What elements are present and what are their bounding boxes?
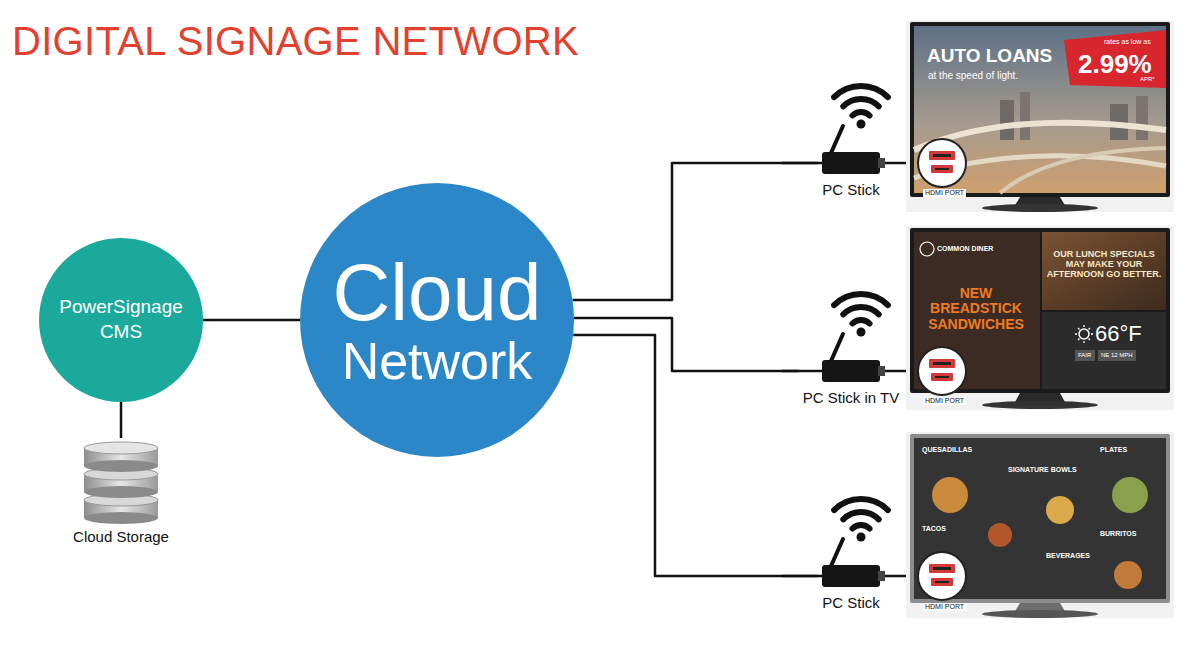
- tv-screen: [914, 438, 1166, 599]
- tv-shadow: [906, 432, 1174, 618]
- network-link: [120, 402, 123, 438]
- sun-symbol: [1075, 325, 1093, 343]
- pc-stick-icon: [782, 126, 918, 174]
- tv-screen: [914, 26, 1166, 193]
- cylinder-bottom: [84, 460, 158, 472]
- building: [1000, 100, 1014, 140]
- screen-text: COMMON DINER: [937, 245, 993, 253]
- weather-panel: [1042, 312, 1166, 389]
- screen-text: SIGNATURE BOWLS: [1008, 466, 1077, 474]
- network-link: [574, 318, 799, 371]
- diagram-title: DIGITAL SIGNAGE NETWORK: [12, 21, 579, 61]
- screen-text: FAIR: [1078, 352, 1091, 359]
- tv-auto-loans: [906, 20, 1174, 212]
- food-photo: [932, 477, 968, 513]
- weather-box: [1075, 350, 1095, 361]
- pc-stick-icon: [782, 334, 918, 382]
- food-panel: [1042, 232, 1166, 310]
- food-photo: [988, 523, 1012, 547]
- screen-text: NEW BREADSTICK SANDWICHES: [918, 286, 1034, 332]
- hdmi-magnifier: [918, 552, 966, 600]
- screen-text: BURRITOS: [1100, 530, 1136, 538]
- screen-text: 2.99%: [1078, 50, 1152, 79]
- screen-text: at the speed of light.: [928, 70, 1018, 81]
- hdmi-magnifier: [918, 347, 966, 395]
- tv-shadow: [906, 226, 1174, 410]
- tv-base: [982, 610, 1098, 618]
- cylinder-top: [84, 442, 158, 454]
- node-label: Cloud: [332, 253, 541, 333]
- hdmi-magnifier: [918, 139, 966, 187]
- device-node: PC Stick: [818, 553, 884, 615]
- node-label: Network: [342, 335, 533, 387]
- rate-banner: [1064, 30, 1166, 88]
- network-link: [573, 163, 819, 300]
- screen-text: TACOS: [922, 525, 946, 533]
- building: [1020, 92, 1030, 140]
- wifi-symbol: [834, 294, 888, 337]
- database-icon: [84, 442, 158, 524]
- screen-text: APR*: [1140, 76, 1155, 83]
- highway: [1000, 148, 1166, 193]
- screen-text: QUESADILLAS: [922, 446, 972, 454]
- device-node: PC Stick in TV: [799, 348, 903, 410]
- sun-rays: [1075, 325, 1093, 343]
- screen-text: HDMI PORT: [923, 397, 966, 405]
- food-photo: [1112, 477, 1148, 513]
- screen-text: 66°F: [1095, 322, 1142, 346]
- screen-text: HDMI PORT: [923, 189, 966, 197]
- food-photo: [1114, 561, 1142, 589]
- tv-base: [982, 401, 1098, 409]
- tv-shadow: [906, 20, 1174, 212]
- network-link: [573, 335, 818, 576]
- cylinder-bottom: [84, 512, 158, 524]
- wifi-symbol: [834, 86, 888, 129]
- screen-text: rates as low as: [1104, 38, 1151, 46]
- node-label: Cloud Storage: [73, 528, 169, 545]
- tv-common-diner: [906, 226, 1174, 410]
- tv-base: [982, 204, 1098, 212]
- network-link: [203, 319, 300, 322]
- screen-text: AUTO LOANS: [927, 46, 1052, 67]
- screen-text: BEVERAGES: [1046, 552, 1090, 560]
- device-node: PC Stick: [818, 140, 884, 202]
- weather-box: [1098, 350, 1136, 361]
- cylinder-bottom: [84, 486, 158, 498]
- screen-text: OUR LUNCH SPECIALS MAY MAKE YOUR AFTERNO…: [1046, 250, 1162, 280]
- screen-text: PLATES: [1100, 446, 1127, 454]
- node-label: PowerSignage CMS: [53, 295, 189, 344]
- tv-bezel: [910, 22, 1170, 197]
- screen-text: NE 12 MPH: [1101, 352, 1133, 359]
- device-node: Cloud Storage: [69, 438, 173, 549]
- tv-menu-board: [906, 432, 1174, 618]
- wifi-symbol: [834, 499, 888, 542]
- node-label: PC Stick in TV: [803, 389, 899, 406]
- food-photo: [1046, 496, 1074, 524]
- tv-bezel: [910, 434, 1170, 603]
- sun-disc: [1079, 329, 1089, 339]
- diner-logo: [920, 242, 934, 256]
- node-label: PC Stick: [822, 181, 880, 198]
- network-circle: CloudNetwork: [300, 183, 574, 457]
- node-label: PC Stick: [822, 594, 880, 611]
- building: [1136, 96, 1148, 140]
- network-circle: PowerSignage CMS: [39, 238, 203, 402]
- screen-text: HDMI PORT: [923, 603, 966, 611]
- pc-stick-icon: [782, 539, 918, 587]
